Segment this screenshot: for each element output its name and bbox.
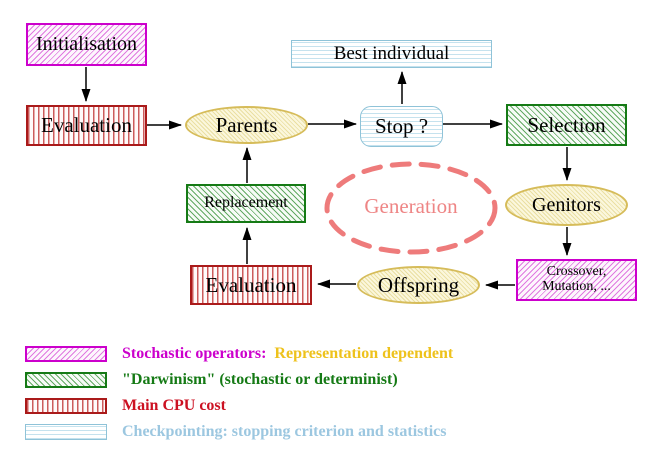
node-evaluation-bottom: Evaluation xyxy=(190,265,312,305)
legend-swatch-stochastic xyxy=(25,346,107,362)
node-evaluation-bottom-label: Evaluation xyxy=(205,272,297,297)
node-best-individual: Best individual xyxy=(291,40,492,68)
node-initialisation-label: Initialisation xyxy=(35,33,138,55)
legend-swatch-checkpointing xyxy=(25,424,107,440)
node-selection-label: Selection xyxy=(527,112,606,137)
node-parents: Parents xyxy=(185,106,308,144)
node-selection: Selection xyxy=(506,104,627,146)
node-parents-label: Parents xyxy=(215,112,278,137)
legend-label-cpu-cost: Main CPU cost xyxy=(122,397,226,414)
node-initialisation: Initialisation xyxy=(26,23,147,66)
node-crossover-mutation: Crossover, Mutation, ... xyxy=(516,259,637,301)
legend-swatch-cpu-cost xyxy=(25,398,107,414)
legend-label-checkpointing: Checkpointing: stopping criterion and st… xyxy=(122,423,447,440)
node-evaluation-top-label: Evaluation xyxy=(41,113,132,138)
legend-label-representation-text: Representation dependent xyxy=(274,345,454,362)
node-offspring-label: Offspring xyxy=(377,272,460,297)
legend-label-stochastic-text: Stochastic operators: xyxy=(122,345,267,362)
node-genitors-label: Genitors xyxy=(532,193,601,216)
node-crossover-label: Crossover, xyxy=(546,264,607,280)
node-stop-label: Stop ? xyxy=(374,114,429,139)
legend-swatch-darwinism xyxy=(25,372,107,388)
legend-label-darwinism: "Darwinism" (stochastic or determinist) xyxy=(122,371,398,388)
node-replacement: Replacement xyxy=(186,184,306,223)
node-evaluation-top: Evaluation xyxy=(26,105,147,146)
node-offspring: Offspring xyxy=(357,266,480,304)
node-mutation-label: Mutation, ... xyxy=(542,279,611,294)
node-best-individual-label: Best individual xyxy=(333,43,450,65)
generation-label: Generation xyxy=(364,194,458,218)
legend-label-stochastic: Stochastic operators: Representation dep… xyxy=(122,345,453,363)
node-stop: Stop ? xyxy=(360,106,443,147)
node-genitors: Genitors xyxy=(505,184,628,226)
node-replacement-label: Replacement xyxy=(204,194,288,212)
